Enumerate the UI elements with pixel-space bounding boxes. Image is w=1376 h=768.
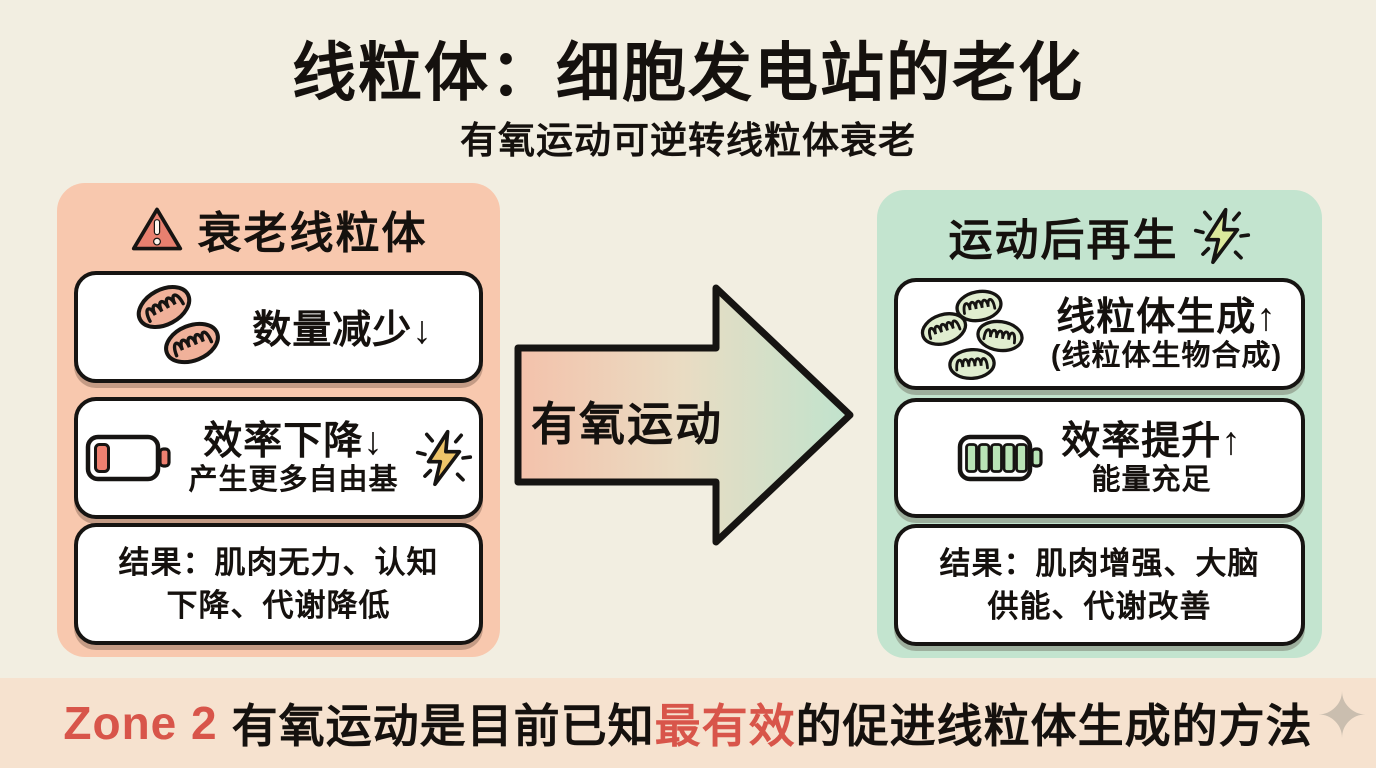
aging-mitochondria-panel: 衰老线粒体 数量减少↓ 效率下降↓ 产生更多自由基 bbox=[57, 183, 500, 657]
battery-low-icon bbox=[85, 432, 173, 484]
footer-highlight: 最有效 bbox=[654, 700, 796, 752]
page-subtitle: 有氧运动可逆转线粒体衰老 bbox=[460, 120, 916, 161]
regeneration-result-line1: 结果：肌肉增强、大脑 bbox=[939, 545, 1260, 581]
footer-text-part2: 的促进线粒体生成的方法 bbox=[795, 700, 1313, 752]
mitochondria-green-icon bbox=[916, 284, 1035, 384]
page-title: 线粒体：细胞发电站的老化 bbox=[292, 37, 1084, 109]
lightning-bolt-icon bbox=[1193, 205, 1251, 267]
quantity-decrease-label: 数量减少↓ bbox=[252, 309, 433, 352]
zone2-label: Zone 2 bbox=[63, 697, 218, 749]
footer-text-part1: 有氧运动是目前已知 bbox=[231, 700, 655, 752]
aerobic-exercise-arrow: 有氧运动 bbox=[512, 278, 858, 552]
mitochondria-pink-icon bbox=[124, 279, 236, 375]
lightning-bolt-icon bbox=[415, 427, 473, 489]
efficiency-boost-label: 效率提升↑ bbox=[1061, 419, 1242, 463]
regeneration-panel-header: 运动后再生 bbox=[877, 204, 1322, 268]
regeneration-result-line2: 供能、代谢改善 bbox=[987, 589, 1212, 624]
aging-panel-header: 衰老线粒体 bbox=[57, 197, 500, 261]
efficiency-decline-card: 效率下降↓ 产生更多自由基 bbox=[74, 397, 483, 519]
warning-triangle-icon bbox=[130, 204, 184, 254]
aging-result-card: 结果：肌肉无力、认知 下降、代谢降低 bbox=[74, 523, 483, 645]
aging-result-line2: 下降、代谢降低 bbox=[166, 588, 391, 623]
regeneration-result-card: 结果：肌肉增强、大脑 供能、代谢改善 bbox=[894, 524, 1305, 646]
free-radicals-label: 产生更多自由基 bbox=[188, 463, 399, 496]
biogenesis-label: 线粒体生成↑ bbox=[1056, 295, 1277, 339]
arrow-label: 有氧运动 bbox=[531, 398, 723, 450]
regeneration-panel-title: 运动后再生 bbox=[948, 216, 1179, 265]
efficiency-decline-label: 效率下降↓ bbox=[203, 419, 384, 463]
quantity-decrease-card: 数量减少↓ bbox=[74, 271, 483, 383]
aging-result-line1: 结果：肌肉无力、认知 bbox=[118, 544, 439, 580]
battery-full-icon bbox=[957, 432, 1045, 484]
biogenesis-card: 线粒体生成↑ (线粒体生物合成) bbox=[894, 278, 1305, 390]
efficiency-boost-card: 效率提升↑ 能量充足 bbox=[894, 398, 1305, 518]
energy-sufficient-label: 能量充足 bbox=[1091, 463, 1212, 496]
regeneration-panel: 运动后再生 线粒体生成↑ (线粒体生物合成) bbox=[877, 190, 1322, 658]
aging-panel-title: 衰老线粒体 bbox=[197, 209, 428, 258]
star-watermark-icon: ✦ bbox=[1316, 682, 1368, 751]
footer-banner: Zone 2 有氧运动是目前已知 最有效 的促进线粒体生成的方法 bbox=[0, 678, 1376, 768]
biogenesis-sublabel: (线粒体生物合成) bbox=[1050, 339, 1283, 372]
